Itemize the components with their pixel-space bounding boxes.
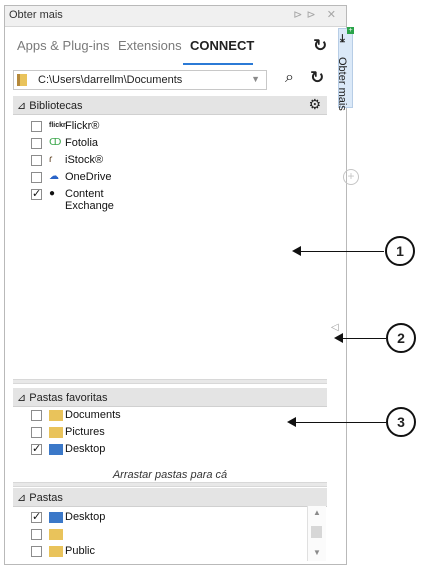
list-item-label: Documents xyxy=(65,409,121,421)
checkbox[interactable] xyxy=(31,410,42,421)
get-more-panel: Obter mais ⊳⊳ ✕ Apps & Plug-ins Extensio… xyxy=(4,5,359,565)
add-circle-icon[interactable]: + xyxy=(343,169,359,185)
search-icon[interactable]: ⌕ xyxy=(285,69,294,86)
list-item-label: Fotolia xyxy=(65,137,99,149)
favorites-header[interactable]: ⊿ Pastas favoritas xyxy=(13,388,327,407)
istock-icon: ɾ xyxy=(49,154,53,165)
folder-icon xyxy=(49,427,63,438)
tab-bar: Apps & Plug-ins Extensions CONNECT xyxy=(5,28,310,68)
list-item-label: OneDrive xyxy=(65,171,112,183)
list-item-label: iStock® xyxy=(65,154,104,166)
checkbox[interactable] xyxy=(31,510,42,523)
tab-extensions[interactable]: Extensions xyxy=(118,38,182,53)
onedrive-icon: ☁ xyxy=(49,171,59,182)
download-icon: ⤓ xyxy=(340,33,345,45)
get-more-sidebar-tab[interactable]: ⤓ + Obter mais xyxy=(336,27,354,111)
folder-icon xyxy=(49,444,63,455)
collapse-caret-icon[interactable]: ◁ xyxy=(331,322,339,333)
callout-3: 3 xyxy=(386,407,416,437)
chevron-down-icon[interactable]: ▼ xyxy=(251,74,260,84)
splitter[interactable] xyxy=(13,379,327,384)
list-item-label: Public xyxy=(65,545,95,557)
refresh-path-icon[interactable]: ↻ xyxy=(310,68,325,87)
checkbox[interactable] xyxy=(31,427,42,438)
sidebar-tab-label: Obter mais xyxy=(336,57,348,111)
checkbox[interactable] xyxy=(31,138,42,149)
gear-icon[interactable]: ⚙ xyxy=(308,96,321,112)
callout-1-arrowhead xyxy=(292,246,301,256)
list-item-label: Pictures xyxy=(65,426,105,438)
plus-badge-icon: + xyxy=(347,27,354,34)
panel-window-controls[interactable]: ⊳⊳ ✕ xyxy=(293,9,340,21)
folder-icon xyxy=(49,512,63,523)
panel-title: Obter mais xyxy=(9,9,63,21)
libraries-header-label: ⊿ Bibliotecas xyxy=(17,100,83,112)
callout-1: 1 xyxy=(385,236,415,266)
folder-icon xyxy=(17,74,27,86)
callout-2-arrow xyxy=(338,338,386,339)
panel-titlebar: Obter mais ⊳⊳ ✕ xyxy=(5,6,346,27)
folders-header-label: ⊿ Pastas xyxy=(17,492,63,504)
folders-scrollbar[interactable]: ▲ ▼ xyxy=(307,506,326,561)
favorites-header-label: ⊿ Pastas favoritas xyxy=(17,392,108,404)
folders-header[interactable]: ⊿ Pastas xyxy=(13,488,327,507)
list-item-label: Content Exchange xyxy=(65,188,114,212)
checkbox[interactable] xyxy=(31,442,42,455)
folder-icon xyxy=(49,410,63,421)
checkbox[interactable] xyxy=(31,546,42,557)
tab-connect[interactable]: CONNECT xyxy=(190,38,255,53)
checkbox[interactable] xyxy=(31,121,42,132)
scroll-down-icon[interactable]: ▼ xyxy=(313,548,321,557)
scroll-up-icon[interactable]: ▲ xyxy=(313,508,321,517)
list-item-label: Desktop xyxy=(65,511,106,523)
scroll-thumb[interactable] xyxy=(311,526,322,538)
callout-2: 2 xyxy=(386,323,416,353)
folder-icon xyxy=(49,546,63,557)
folder-icon xyxy=(49,529,63,540)
callout-1-arrow xyxy=(296,251,384,252)
drag-folders-hint: Arrastar pastas para cá xyxy=(112,469,228,481)
content-exchange-icon: ● xyxy=(49,188,56,199)
list-item-label: Flickr® xyxy=(65,120,100,132)
callout-2-arrowhead xyxy=(334,333,343,343)
path-value: C:\Users\darrellm\Documents xyxy=(38,74,183,86)
checkbox[interactable] xyxy=(31,529,42,540)
list-item-label: Desktop xyxy=(65,443,106,455)
callout-3-arrowhead xyxy=(287,417,296,427)
checkbox[interactable] xyxy=(31,187,42,200)
tab-apps-plugins[interactable]: Apps & Plug-ins xyxy=(17,38,110,53)
path-dropdown[interactable]: C:\Users\darrellm\Documents ▼ xyxy=(13,70,267,90)
refresh-icon[interactable]: ↻ xyxy=(313,36,328,55)
active-tab-indicator xyxy=(183,63,253,65)
flickr-icon: flickr xyxy=(49,122,66,129)
splitter-bottom[interactable] xyxy=(13,482,327,487)
checkbox[interactable] xyxy=(31,172,42,183)
fotolia-icon: ↀ xyxy=(49,137,62,148)
callout-3-arrow xyxy=(291,422,386,423)
checkbox[interactable] xyxy=(31,155,42,166)
libraries-header[interactable]: ⊿ Bibliotecas ⚙ xyxy=(13,96,327,115)
